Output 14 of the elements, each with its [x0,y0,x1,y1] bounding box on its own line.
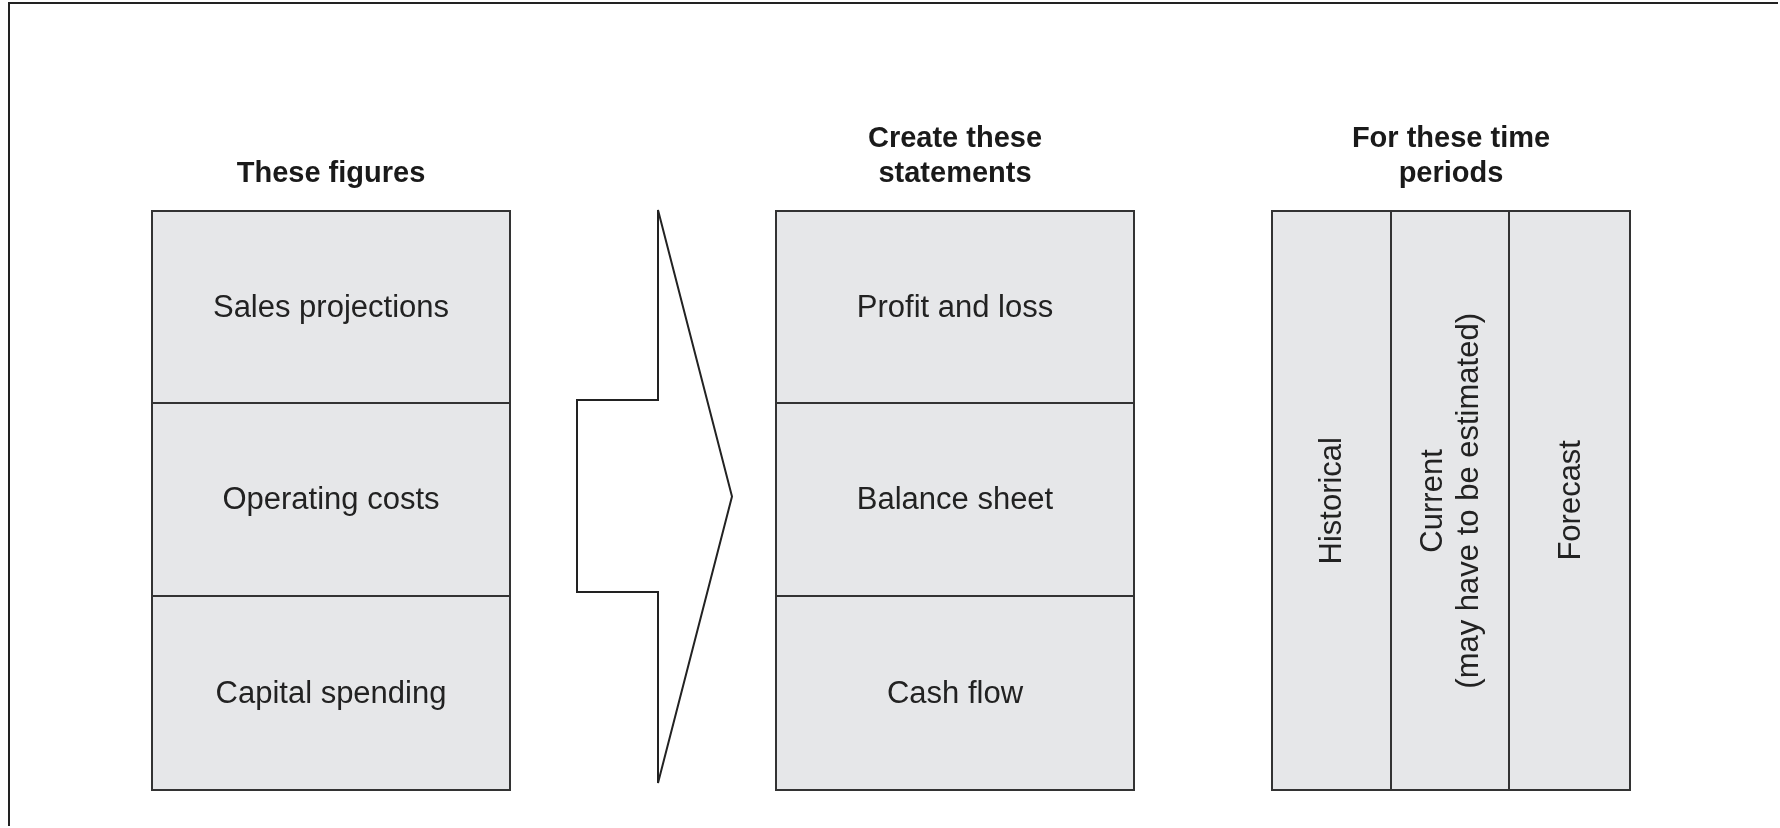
period-cell-text: Current [1414,447,1450,555]
figure-cell-text: Operating costs [222,481,440,518]
period-cell-text: Forecast [1551,440,1588,561]
column-heading: Create these statements [866,120,1044,190]
period-cell-text: (may have to be estimated) [1450,312,1486,689]
column-heading: These figures [235,155,427,190]
period-cell-text: Historical [1313,436,1350,565]
statement-cell-text: Balance sheet [856,481,1054,518]
column-heading: For these time periods [1350,120,1552,190]
figure-cell-text: Sales projections [212,289,450,326]
figure-cell-text: Capital spending [215,674,447,711]
statement-cell-text: Cash flow [886,674,1024,711]
block-arrow [576,209,734,784]
statement-cell-text: Profit and loss [856,289,1054,326]
